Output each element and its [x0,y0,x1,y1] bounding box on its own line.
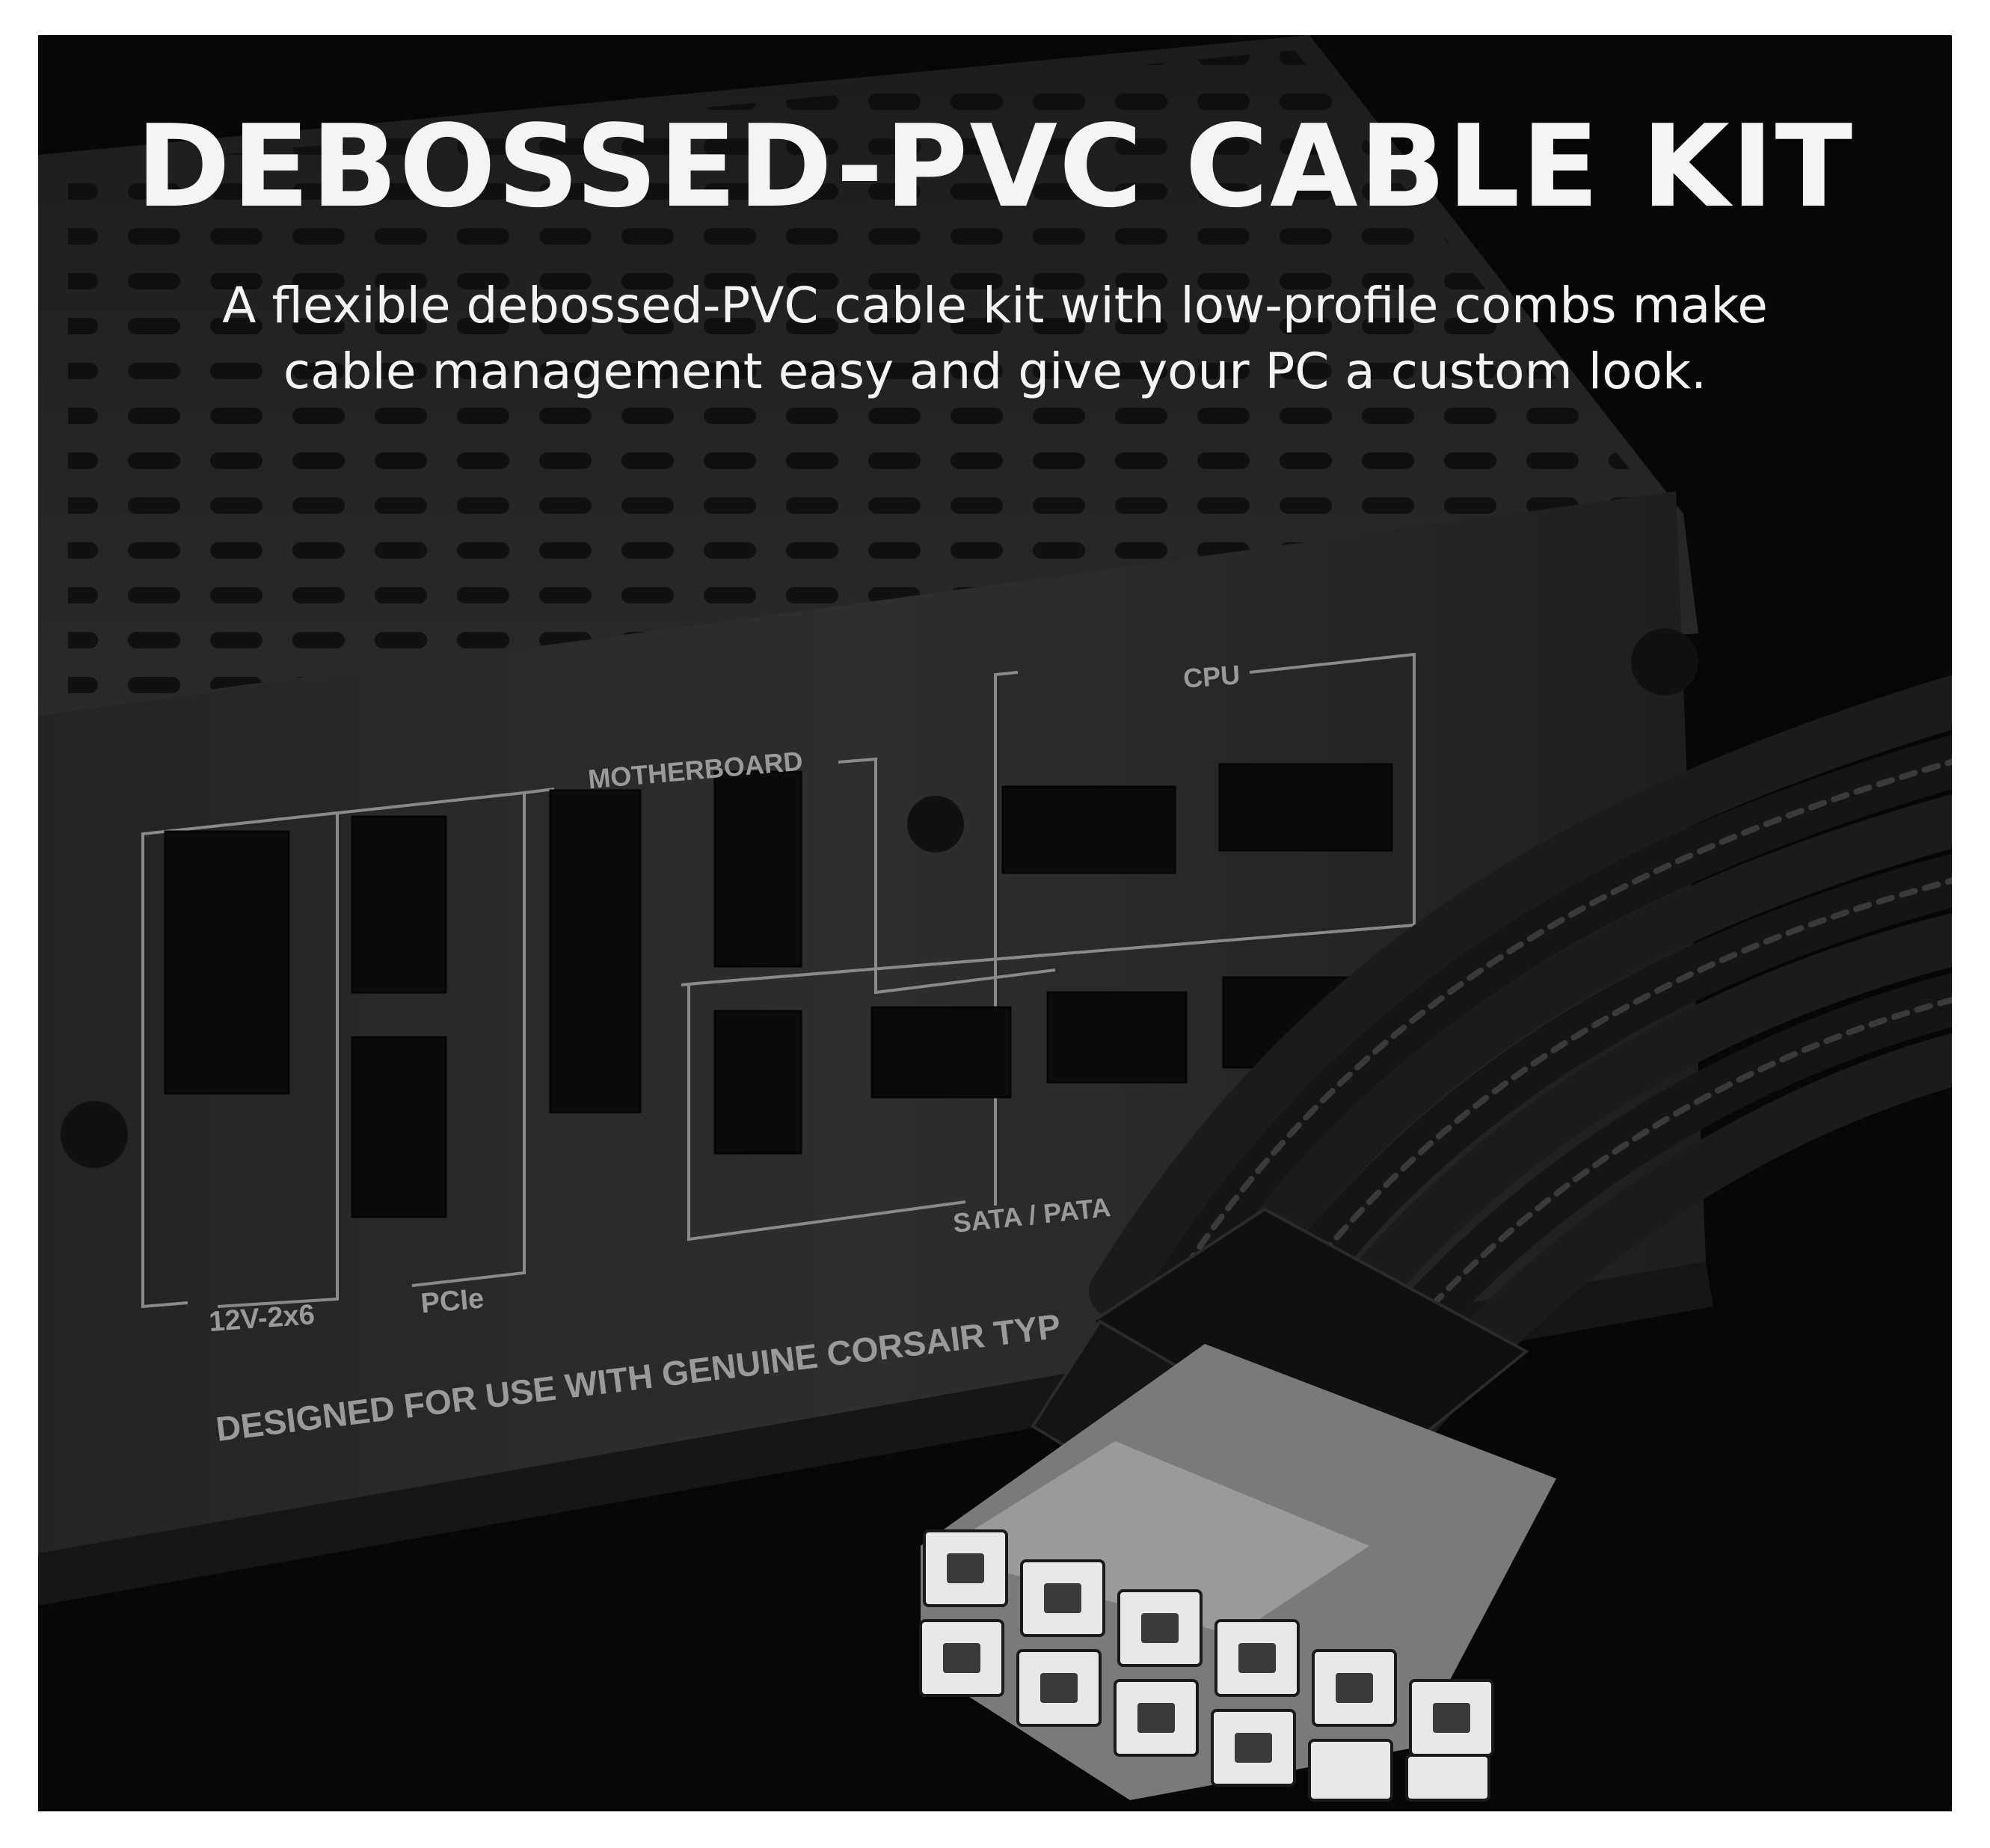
label-cpu: CPU [1182,659,1241,693]
port-pcie-1 [351,815,447,994]
port-mb-aux [713,770,802,968]
port-pcie-2 [351,1036,447,1218]
subtitle-line-2: cable management easy and give your PC a… [283,343,1707,400]
connector-pin-holes [943,1553,1470,1763]
port-12v [164,830,290,1095]
port-sockets [164,763,1393,1218]
cable-connector-head [919,1344,1556,1802]
port-cpu-1 [1001,785,1176,874]
label-pcie: PCIe [420,1283,485,1319]
port-sata-3 [1046,991,1188,1084]
subtitle-line-1: A flexible debossed-PVC cable kit with l… [222,277,1768,334]
port-sata-2 [870,1006,1012,1099]
port-cpu-2 [1218,763,1393,852]
image-frame: CPU MOTHERBOARD SATA / PATA PCIe 12V-2x6… [38,35,1952,1811]
page-title: DEBOSSED-PVC CABLE KIT [135,100,1855,233]
port-sata-1 [713,1010,802,1155]
port-mb-24pin [549,789,642,1114]
label-12v: 12V-2x6 [208,1299,316,1338]
product-photo: CPU MOTHERBOARD SATA / PATA PCIe 12V-2x6… [38,35,1952,1802]
